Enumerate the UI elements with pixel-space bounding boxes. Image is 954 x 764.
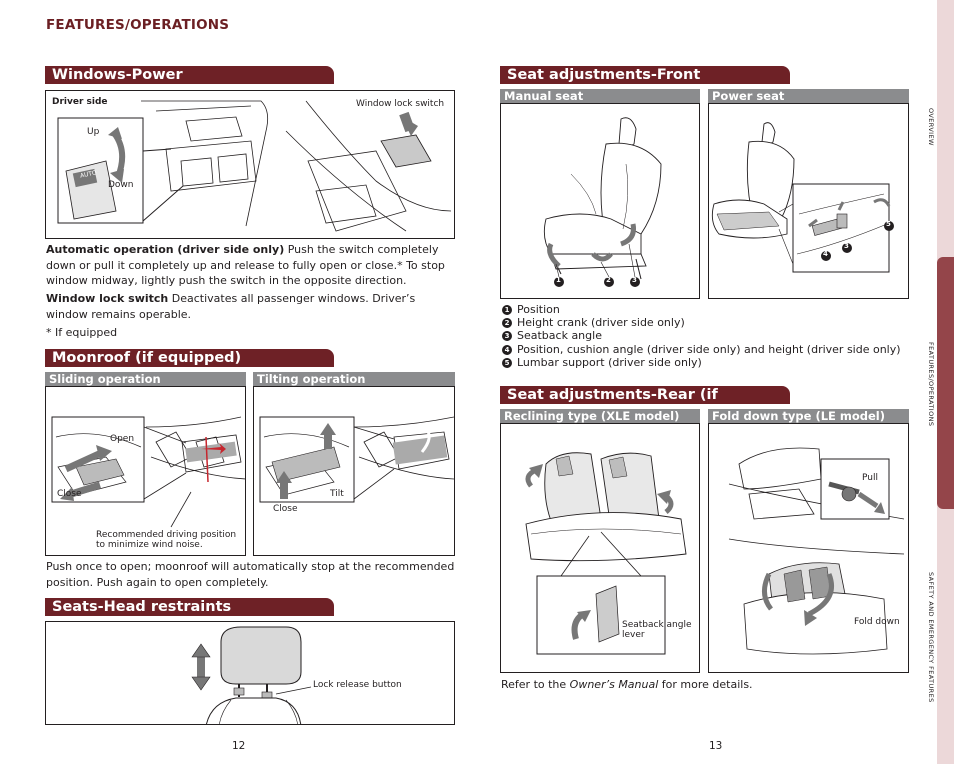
side-tab-active-marker	[937, 257, 954, 509]
list-number-badge: 3	[502, 331, 512, 341]
page-number-right: 13	[709, 740, 723, 752]
label-up: Up	[87, 127, 100, 137]
power-callout-5: 5	[886, 220, 891, 228]
list-item: 3 Seatback angle	[502, 329, 602, 342]
list-item: 1 Position	[502, 303, 560, 316]
moonroof-title: Moonroof (if equipped)	[45, 349, 334, 367]
label-window-lock-switch: Window lock switch	[356, 99, 445, 109]
side-tab-features-operations[interactable]: FEATURES/OPERATIONS	[927, 342, 935, 427]
fold-down-type-header: Fold down type (LE model)	[708, 409, 909, 423]
windows-power-illustration: Driver side Window lock switch Up Down A…	[45, 90, 455, 239]
seat-front-title: Seat adjustments-Front	[500, 66, 790, 84]
power-seat-illustration: 4 3 5	[708, 103, 909, 299]
side-tab-safety-emergency[interactable]: SAFETY AND EMERGENCY FEATURES	[927, 572, 935, 703]
sliding-operation-illustration: Open Close Recommended driving position …	[45, 386, 246, 556]
sliding-operation-header: Sliding operation	[45, 372, 246, 386]
fold-down-seat-drawing	[728, 447, 905, 655]
label-lock-release-button: Lock release button	[313, 680, 402, 690]
list-item-text: Lumbar support (driver side only)	[517, 356, 702, 369]
sliding-moonroof-drawing	[51, 416, 245, 528]
list-number-badge: 1	[502, 305, 512, 315]
head-restraints-illustration: Lock release button	[45, 621, 455, 725]
label-tilt: Tilt	[330, 489, 344, 499]
refer-suffix: for more details.	[658, 678, 753, 691]
list-item: 5 Lumbar support (driver side only)	[502, 356, 702, 369]
head-restraint-drawing	[191, 626, 312, 724]
list-number-badge: 4	[502, 345, 512, 355]
manual-callout-2: 2	[606, 276, 611, 284]
list-item-text: Position	[517, 303, 560, 316]
refer-owners-manual-text: Refer to the Owner’s Manual for more det…	[501, 677, 901, 693]
label-driver-side: Driver side	[52, 97, 108, 107]
label-fold-down: Fold down	[854, 617, 900, 627]
manual-seat-header: Manual seat	[500, 89, 700, 103]
power-callout-4: 4	[823, 250, 828, 258]
moonroof-paragraph: Push once to open; moonroof will automat…	[46, 560, 455, 589]
label-pull: Pull	[862, 473, 878, 483]
side-tab-overview[interactable]: OVERVIEW	[927, 108, 935, 146]
auto-operation-heading: Automatic operation (driver side only)	[46, 243, 285, 256]
list-item-text: Height crank (driver side only)	[517, 316, 685, 329]
tilting-operation-illustration: Tilt Close	[253, 386, 455, 556]
manual-callout-1: 1	[556, 276, 561, 284]
manual-seat-drawing	[543, 117, 662, 287]
list-number-badge: 2	[502, 318, 512, 328]
power-seat-header: Power seat	[708, 89, 909, 103]
list-item-text: Position, cushion angle (driver side onl…	[517, 343, 901, 356]
page-header-title: FEATURES/OPERATIONS	[46, 17, 230, 33]
windows-power-title: Windows-Power	[45, 66, 334, 84]
refer-prefix: Refer to the	[501, 678, 570, 691]
power-seat-drawing	[711, 122, 894, 273]
list-item-text: Seatback angle	[517, 329, 602, 342]
windows-auto-operation-paragraph: Automatic operation (driver side only) P…	[46, 242, 456, 289]
label-close-sliding: Close	[57, 489, 82, 499]
reclining-type-header: Reclining type (XLE model)	[500, 409, 700, 423]
reclining-seat-drawing	[525, 452, 687, 655]
tilting-operation-header: Tilting operation	[253, 372, 455, 386]
label-down: Down	[108, 180, 134, 190]
window-switch-drawing	[57, 100, 452, 232]
owners-manual-reference: Owner’s Manual	[569, 678, 659, 691]
tilting-moonroof-drawing	[259, 416, 454, 503]
list-item: 2 Height crank (driver side only)	[502, 316, 685, 329]
fold-down-seat-illustration: Pull Fold down	[708, 423, 909, 673]
label-seatback-angle-lever: Seatback angle lever	[622, 620, 692, 640]
list-number-badge: 5	[502, 358, 512, 368]
auto-operation-text: Push the switch completely down or pull …	[46, 243, 445, 287]
manual-callout-3: 3	[632, 276, 637, 284]
window-lock-paragraph: Window lock switch Deactivates all passe…	[46, 291, 456, 322]
label-recommended-position: Recommended driving position to minimize…	[96, 530, 237, 550]
window-lock-text: Deactivates all passenger windows. Drive…	[46, 292, 416, 321]
label-close-tilting: Close	[273, 504, 298, 514]
footnote-if-equipped: * If equipped	[46, 326, 118, 339]
reclining-seat-illustration: Seatback angle lever	[500, 423, 700, 673]
list-item: 4 Position, cushion angle (driver side on…	[502, 343, 901, 356]
seat-rear-title: Seat adjustments-Rear (if equipped)	[500, 386, 790, 421]
manual-seat-illustration: 1 2 3	[500, 103, 700, 299]
power-callout-3: 3	[844, 242, 849, 250]
window-lock-heading: Window lock switch	[46, 292, 169, 305]
head-restraints-title: Seats-Head restraints	[45, 598, 334, 616]
page-number-left: 12	[232, 740, 246, 752]
label-open: Open	[110, 434, 135, 444]
